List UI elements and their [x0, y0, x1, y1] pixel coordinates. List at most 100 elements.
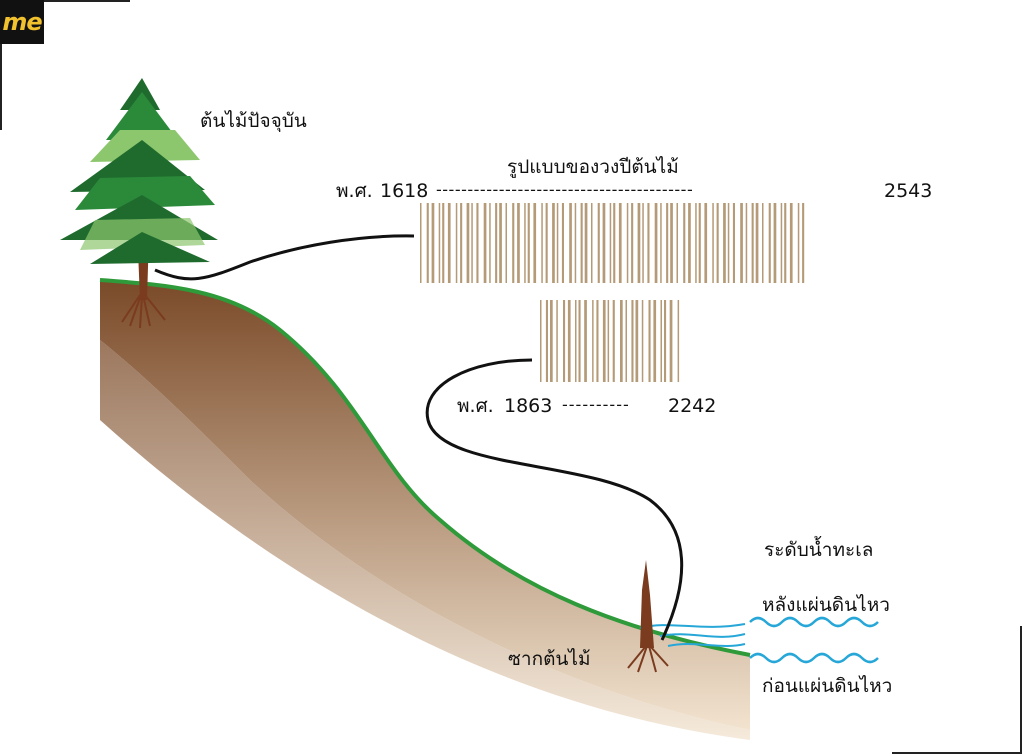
- tree-ring-line: [635, 300, 639, 382]
- tree-ring-line: [613, 203, 616, 283]
- tree-ring-line: [768, 203, 771, 283]
- tree-ring-line: [670, 203, 673, 283]
- tree-ring-line: [716, 203, 719, 283]
- tree-ring-line: [677, 300, 680, 382]
- short-record-start-year: 1863: [504, 395, 553, 417]
- ring-pattern-title: รูปแบบของวงปีต้นไม้: [507, 156, 679, 178]
- tree-ring-line: [688, 203, 691, 283]
- tree-ring-line: [561, 203, 564, 283]
- tree-ring-line: [597, 203, 600, 283]
- tree-ring-line: [431, 203, 435, 283]
- tree-ring-line: [592, 300, 594, 382]
- tree-ring-line: [567, 300, 571, 382]
- frame-right-line: [1020, 626, 1022, 752]
- tree-ring-line: [596, 300, 599, 382]
- tree-ring-line: [578, 300, 581, 382]
- long-record-start-year: 1618: [380, 180, 429, 202]
- tree-ring-line: [740, 203, 743, 283]
- tree-ring-line: [755, 203, 759, 283]
- tree-ring-line: [660, 300, 662, 382]
- tree-ring-line: [476, 203, 479, 283]
- dead-tree-stump-icon: [627, 560, 669, 673]
- tree-ring-line: [683, 203, 686, 283]
- tree-ring-line: [612, 300, 615, 382]
- tree-ring-line: [483, 203, 487, 283]
- tree-ring-line: [545, 203, 548, 283]
- tree-ring-line: [495, 203, 498, 283]
- tree-ring-line: [723, 203, 726, 283]
- ground-surface-line: [99, 278, 751, 657]
- frame-left-line: [0, 44, 2, 130]
- tree-ring-line: [602, 300, 606, 382]
- short-record-end-year: 2242: [668, 395, 717, 417]
- tree-ring-line: [455, 203, 458, 283]
- tree-ring-line: [556, 203, 559, 283]
- tree-ring-line: [584, 300, 587, 382]
- tree-ring-line: [797, 203, 800, 283]
- sea-level-label: ระดับน้ำทะเล: [764, 539, 874, 561]
- tree-ring-line: [574, 203, 577, 283]
- tree-ring-line: [438, 203, 441, 283]
- tree-ring-line: [780, 203, 783, 283]
- tree-ring-line: [664, 300, 667, 382]
- tree-ring-line: [550, 300, 553, 382]
- long-record-dashes: ----------------------------------------…: [436, 180, 694, 199]
- brand-logo-text: me: [2, 8, 42, 36]
- before-earthquake-label: ก่อนแผ่นดินไหว: [762, 675, 893, 697]
- tree-ring-line: [695, 203, 697, 283]
- tree-ring-line: [591, 203, 593, 283]
- tree-ring-line: [569, 203, 572, 283]
- tree-ring-line: [698, 203, 701, 283]
- wave-icon: [749, 652, 879, 664]
- tree-ring-line: [512, 203, 515, 283]
- tree-ring-line: [524, 203, 526, 283]
- tree-ring-line: [745, 203, 748, 283]
- long-record-end-year: 2543: [884, 180, 933, 202]
- frame-top-line: [44, 0, 130, 2]
- tree-ring-line: [527, 203, 530, 283]
- tree-ring-line: [653, 300, 657, 382]
- tree-ring-line: [626, 203, 629, 283]
- long-record-era: พ.ศ.: [336, 180, 373, 202]
- tree-ring-line: [704, 203, 708, 283]
- tree-ring-line: [552, 203, 555, 283]
- tree-ring-line: [618, 203, 622, 283]
- short-record-era: พ.ศ.: [457, 395, 494, 417]
- tree-ring-line: [541, 203, 543, 283]
- tree-ring-line: [426, 203, 429, 283]
- tree-ring-line: [773, 203, 777, 283]
- tree-ring-line: [447, 203, 451, 283]
- tree-ring-line: [631, 203, 634, 283]
- tree-ring-line: [654, 203, 658, 283]
- tree-ring-line: [545, 300, 548, 382]
- tree-ring-line: [762, 203, 764, 283]
- tree-ring-line: [648, 300, 651, 382]
- tree-ring-line: [625, 300, 627, 382]
- brand-logo: me: [0, 0, 44, 44]
- tree-ring-line: [609, 203, 612, 283]
- tree-ring-line: [517, 203, 520, 283]
- frame-bottom-line: [892, 752, 1022, 754]
- tree-ring-line: [637, 203, 641, 283]
- wave-icon: [749, 616, 879, 628]
- tree-ring-line: [442, 203, 445, 283]
- tree-ring-line: [580, 203, 583, 283]
- connector-current-tree: [154, 234, 415, 281]
- tree-ring-line: [505, 203, 507, 283]
- hillside-soil: [100, 280, 750, 730]
- tree-ring-line: [784, 203, 787, 283]
- tree-ring-line: [575, 300, 577, 382]
- tree-ring-line: [631, 300, 634, 382]
- tree-ring-line: [420, 203, 422, 283]
- tree-ring-line: [647, 203, 650, 283]
- tree-ring-line: [641, 300, 644, 382]
- tree-ring-line: [471, 203, 473, 283]
- tree-ring-line: [727, 203, 730, 283]
- tree-ring-line: [584, 203, 588, 283]
- tree-ring-line: [712, 203, 714, 283]
- short-record-dashes: ----------: [562, 395, 630, 414]
- tree-ring-line: [620, 300, 623, 382]
- tree-ring-line: [602, 203, 606, 283]
- tree-ring-line: [669, 300, 673, 382]
- current-tree-label: ต้นไม้ปัจจุบัน: [200, 110, 307, 132]
